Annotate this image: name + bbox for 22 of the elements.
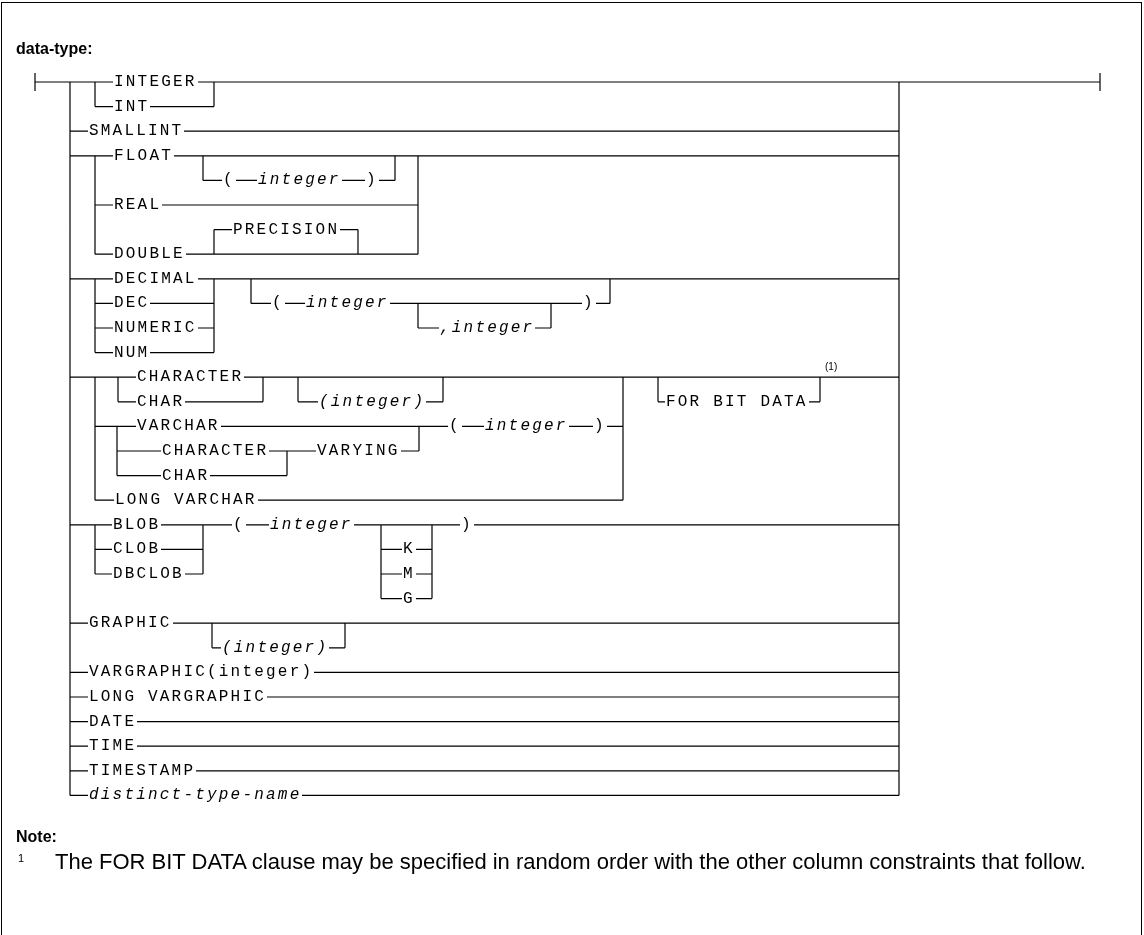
syntax-symbol: ( [271,294,285,313]
variable-name: integer [269,515,354,534]
footnote-reference: (1) [825,361,838,373]
syntax-symbol: ) [460,515,474,534]
variable-name: integer [484,417,569,436]
variable-name: (integer) [221,638,330,657]
variable-name: ,integer [439,319,536,337]
keyword: VARGRAPHIC(integer) [88,663,315,682]
variable-name: distinct-type-name [88,786,303,805]
syntax-symbol: ) [593,417,607,436]
syntax-symbol: ( [222,171,236,190]
syntax-symbol: ) [365,171,379,190]
diagram-title: data-type: [16,40,93,58]
note-text: The FOR BIT DATA clause may be specified in random order with the other column constraints that follow. [55,849,1087,874]
syntax-symbol: ( [232,515,246,534]
syntax-symbol: ) [582,294,596,313]
footnote-number: 1 [18,852,25,864]
variable-name: integer [305,294,390,313]
variable-name: integer [257,171,342,190]
variable-name: (integer) [318,392,427,411]
syntax-symbol: ( [448,417,462,436]
note-heading: Note: [16,828,57,846]
